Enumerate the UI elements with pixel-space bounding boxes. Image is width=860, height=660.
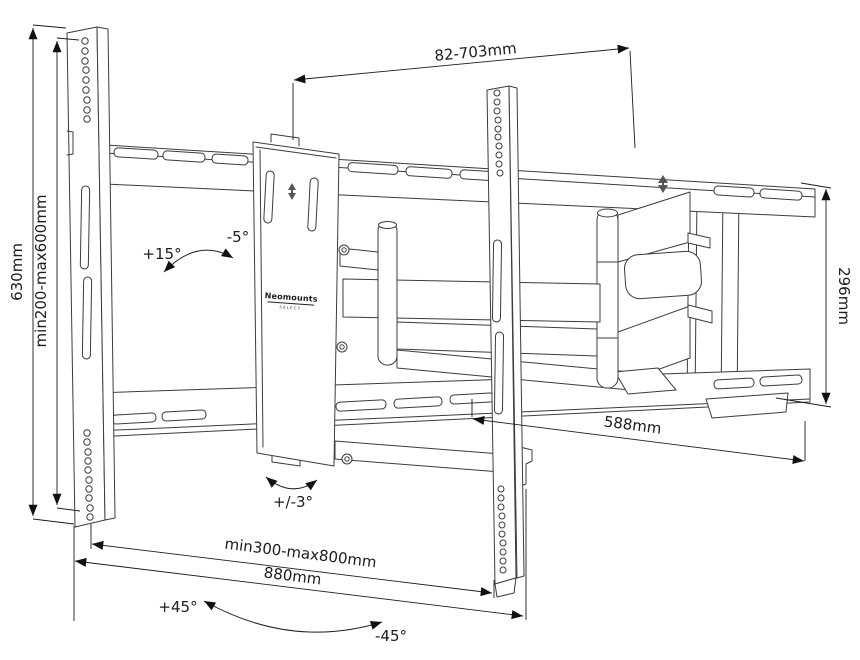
- dimension-vesa-height: min200-max600mm: [32, 37, 81, 512]
- brand-logo: Neomounts SELECT: [264, 291, 318, 311]
- swivel-arm-assembly: [342, 191, 713, 395]
- brand-subtitle: SELECT: [279, 305, 301, 311]
- tilt-up-label: +15°: [142, 245, 181, 263]
- rail-slot: [81, 276, 93, 360]
- wall-plate-slot-left: [263, 170, 275, 224]
- swivel-angle-callout: +45° -45°: [158, 598, 407, 645]
- dimension-wall-bracket-width-label: 588mm: [603, 412, 663, 437]
- arm-hook-lower: [687, 304, 713, 324]
- top-crossbar: [104, 144, 816, 218]
- dimension-total-height: 630mm: [8, 24, 75, 525]
- wall-plate: Neomounts SELECT: [252, 133, 340, 467]
- level-adjust-label: +/-3°: [273, 493, 313, 511]
- arm-hook-upper: [687, 232, 711, 249]
- dimension-vesa-width-label: min300-max800mm: [224, 535, 378, 572]
- dimension-total-height-label: 630mm: [8, 243, 26, 301]
- tilt-down-label: -5°: [227, 228, 249, 246]
- arm-foot-wedge: [614, 367, 677, 395]
- dimension-vesa-height-label: min200-max600mm: [32, 195, 50, 348]
- tilt-angle-callout: +15° -5°: [142, 228, 249, 273]
- updown-arrow-icon: [288, 183, 296, 200]
- swivel-left-label: +45°: [158, 598, 197, 616]
- dimension-vesa-width: min300-max800mm: [90, 524, 495, 598]
- updown-arrow-icon: [658, 175, 668, 193]
- dimension-rail-height-label: 296mm: [835, 267, 853, 325]
- tv-rail-left: [66, 26, 116, 528]
- level-adjust-callout: +/-3°: [265, 476, 318, 511]
- arm-mid-plate: [624, 250, 702, 300]
- rail-slot: [491, 239, 503, 323]
- dimension-extension: 82-703mm: [292, 39, 636, 149]
- bolt: [338, 244, 350, 256]
- bolt: [341, 453, 353, 465]
- plate-pivot-post: [377, 221, 398, 366]
- swivel-right-label: -45°: [375, 627, 407, 645]
- bottom-crossbar-lip: [705, 392, 789, 419]
- brand-name: Neomounts: [264, 291, 318, 304]
- wall-plate-slot-right: [307, 177, 319, 232]
- bottom-crossbar: [94, 368, 811, 438]
- dimension-rail-height: 296mm: [775, 182, 853, 408]
- bolt: [336, 341, 348, 353]
- dimension-extension-label: 82-703mm: [434, 39, 518, 65]
- rail-slot: [79, 185, 91, 270]
- arm-links-front: [334, 221, 514, 474]
- rail-slot: [493, 331, 505, 415]
- lower-short-arm: [334, 440, 514, 474]
